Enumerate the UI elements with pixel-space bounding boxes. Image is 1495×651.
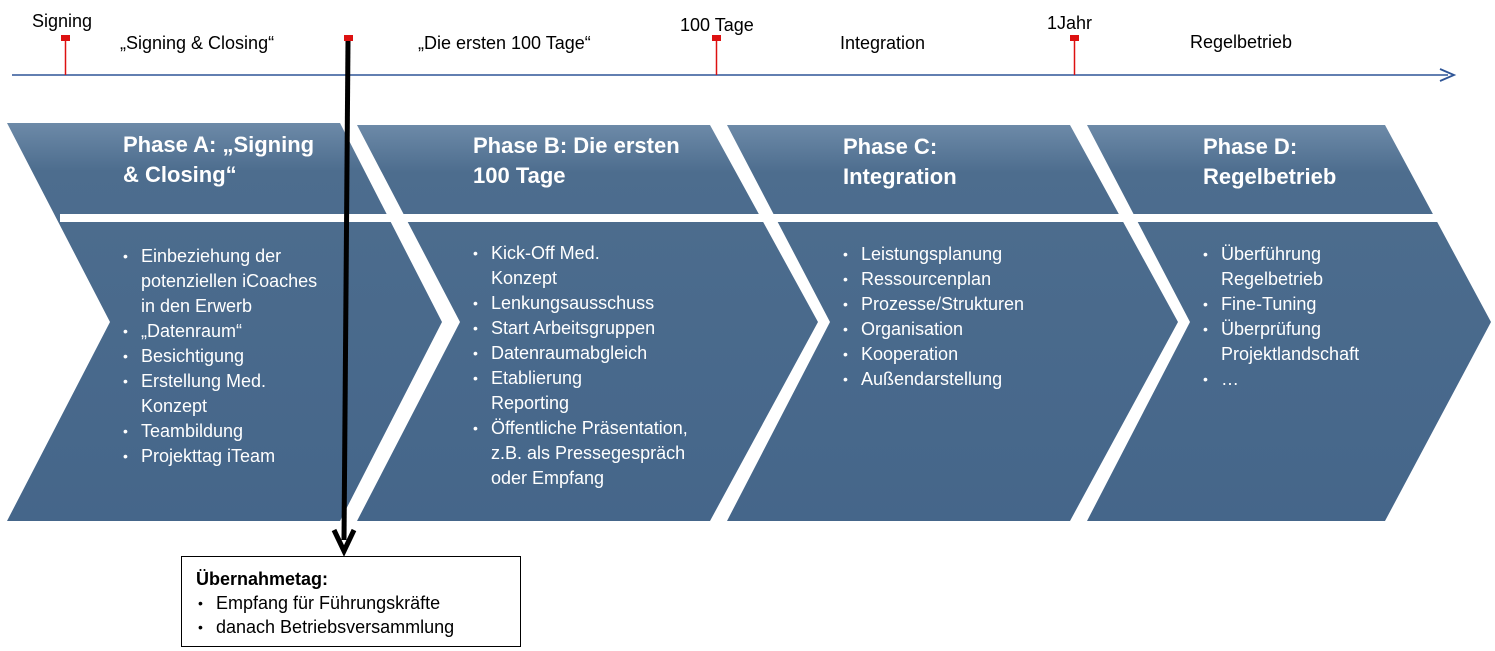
list-item: Leistungsplanung xyxy=(843,242,1073,267)
timeline-tick xyxy=(61,35,70,75)
timeline-tick xyxy=(1070,35,1079,75)
timeline-tick xyxy=(344,35,353,41)
timeline-arrowhead xyxy=(1439,68,1457,82)
list-item: Einbeziehung der potenziellen iCoaches i… xyxy=(123,244,323,319)
list-item: Besichtigung xyxy=(123,344,323,369)
list-item: Kick-Off Med. Konzept xyxy=(473,241,641,291)
list-item: Kooperation xyxy=(843,342,1073,367)
handover-arrow xyxy=(341,40,351,541)
list-item: Datenraumabgleich xyxy=(473,341,713,366)
list-item: Etablierung Reporting xyxy=(473,366,601,416)
list-item: Öffentliche Präsentation, z.B. als Press… xyxy=(473,416,706,491)
list-item: Empfang für Führungskräfte xyxy=(196,591,506,615)
phase-c-title: Phase C: Integration xyxy=(843,134,957,189)
milestone-1jahr: 1Jahr xyxy=(1047,13,1093,33)
list-item: danach Betriebsversammlung xyxy=(196,615,506,639)
timeline-tick xyxy=(712,35,721,75)
phase-b-list: Kick-Off Med. Konzept Lenkungsausschuss … xyxy=(473,241,713,491)
callout-title: Übernahmetag: xyxy=(196,569,329,589)
list-item: Ressourcenplan xyxy=(843,267,1073,292)
list-item: Start Arbeitsgruppen xyxy=(473,316,713,341)
segment-100-tage: „Die ersten 100 Tage“ xyxy=(418,33,591,53)
list-item: Überprüfung Projektlandschaft xyxy=(1203,317,1381,367)
list-item: Prozesse/Strukturen xyxy=(843,292,1073,317)
list-item: Fine-Tuning xyxy=(1203,292,1403,317)
phase-a-title: Phase A: „Signing & Closing“ xyxy=(123,132,315,187)
phase-c-list: Leistungsplanung Ressourcenplan Prozesse… xyxy=(843,242,1073,392)
callout-list: Empfang für Führungskräfte danach Betrie… xyxy=(196,591,506,639)
list-item: Projekttag iTeam xyxy=(123,444,323,469)
milestone-100-tage: 100 Tage xyxy=(680,15,754,35)
phase-b-title: Phase B: Die ersten 100 Tage xyxy=(473,133,680,188)
phase-a-list: Einbeziehung der potenziellen iCoaches i… xyxy=(123,244,323,469)
list-item: Organisation xyxy=(843,317,1073,342)
list-item: Außendarstellung xyxy=(843,367,1073,392)
list-item: „Datenraum“ xyxy=(123,319,323,344)
milestone-signing: Signing xyxy=(32,11,93,31)
list-item: … xyxy=(1203,367,1403,392)
list-item: Teambildung xyxy=(123,419,323,444)
handover-day-callout: Übernahmetag: Empfang für Führungskräfte… xyxy=(181,556,521,647)
segment-signing-closing: „Signing & Closing“ xyxy=(120,33,275,53)
list-item: Überführung Regelbetrieb xyxy=(1203,242,1351,292)
list-item: Erstellung Med. Konzept xyxy=(123,369,323,419)
segment-regelbetrieb: Regelbetrieb xyxy=(1190,32,1293,52)
phase-d-list: Überführung Regelbetrieb Fine-Tuning Übe… xyxy=(1203,242,1403,392)
segment-integration: Integration xyxy=(840,33,926,53)
list-item: Lenkungsausschuss xyxy=(473,291,713,316)
header-separator xyxy=(60,214,1440,222)
phase-d-title: Phase D: Regelbetrieb xyxy=(1203,134,1337,189)
handover-arrowhead xyxy=(331,528,357,557)
